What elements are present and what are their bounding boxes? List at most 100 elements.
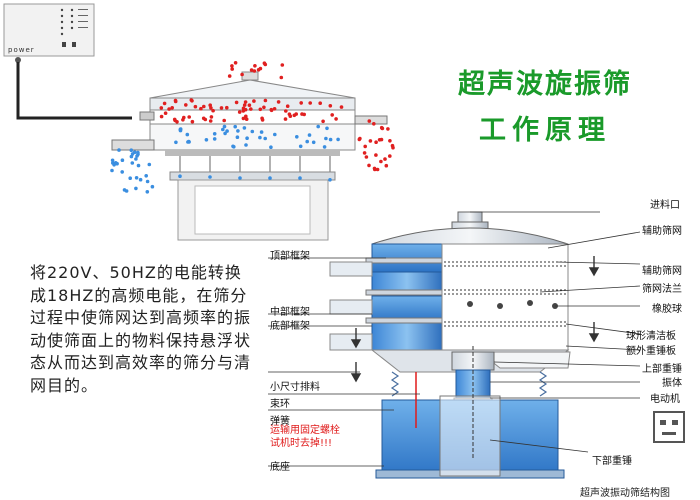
particle	[243, 100, 248, 104]
particle	[363, 144, 368, 149]
particle	[184, 103, 188, 107]
particle	[163, 111, 168, 115]
particle	[230, 67, 234, 71]
leader-lines	[268, 211, 641, 467]
particle	[225, 105, 229, 110]
particle	[178, 174, 182, 178]
particle	[201, 116, 206, 121]
particle	[209, 115, 214, 119]
particle	[186, 139, 191, 144]
particle	[377, 138, 382, 142]
particle	[134, 176, 139, 180]
particle	[170, 106, 174, 110]
power-label: power	[8, 46, 35, 54]
particle	[276, 100, 281, 104]
particle	[321, 119, 325, 124]
particle	[222, 124, 227, 129]
particles-red	[159, 61, 395, 172]
particle	[357, 137, 362, 142]
particle	[372, 122, 376, 126]
particle	[269, 108, 274, 113]
particle	[178, 127, 183, 131]
particle	[241, 106, 246, 111]
particle	[136, 150, 140, 155]
label-motor: 电动机	[650, 394, 680, 405]
power-cable	[16, 62, 132, 120]
particle	[240, 72, 244, 77]
particle	[330, 113, 335, 117]
particle	[136, 163, 141, 168]
particle	[367, 163, 371, 168]
particle	[283, 117, 288, 121]
particle	[204, 138, 209, 142]
label-aux-screen-1: 辅助筛网	[642, 226, 682, 237]
particle	[288, 114, 293, 118]
particle	[268, 176, 272, 180]
particle	[110, 168, 114, 173]
particle	[134, 186, 138, 191]
particle	[212, 137, 217, 141]
particle	[328, 178, 332, 182]
label-rubber-ball: 橡胶球	[652, 304, 682, 315]
label-screen-flange: 筛网法兰	[642, 284, 682, 295]
particle	[250, 129, 255, 134]
particle	[375, 167, 380, 172]
particle	[145, 190, 150, 194]
diagram-caption: 超声波振动筛结构图	[580, 488, 670, 499]
particle	[263, 62, 268, 67]
particle	[334, 117, 338, 121]
particle	[364, 155, 369, 159]
sieve-schematic	[111, 71, 388, 241]
particle	[362, 151, 367, 155]
particle	[150, 184, 155, 189]
particle	[259, 130, 264, 134]
particle	[263, 136, 268, 141]
particle	[388, 154, 392, 158]
face-icon	[653, 411, 685, 443]
particle	[322, 145, 327, 149]
particle	[223, 131, 227, 136]
particle	[147, 162, 152, 167]
particle	[190, 119, 195, 124]
particle	[235, 135, 240, 139]
particle	[193, 104, 198, 109]
particle	[130, 152, 135, 156]
particle	[185, 132, 190, 137]
particle	[390, 143, 395, 148]
label-base: 底座	[270, 462, 290, 473]
particle	[122, 188, 127, 192]
particle	[233, 124, 237, 129]
particle	[236, 129, 240, 133]
particle	[219, 106, 224, 110]
particle	[138, 177, 143, 182]
particle	[244, 114, 248, 119]
particle	[368, 139, 373, 143]
particle	[120, 158, 125, 162]
particle	[307, 133, 312, 137]
label-clamp-ring: 束环	[270, 399, 290, 410]
particle	[299, 101, 304, 105]
label-spring: 弹簧	[270, 416, 290, 427]
particle	[339, 105, 344, 109]
particle	[162, 101, 167, 106]
particle	[379, 159, 383, 164]
particle	[238, 176, 242, 180]
particle	[172, 117, 177, 122]
label-ball-plate: 球形清洁板	[626, 331, 676, 342]
particle	[258, 107, 263, 112]
particle	[253, 64, 257, 68]
particle	[128, 176, 132, 180]
particle	[298, 176, 302, 180]
title-line-2: 工作原理	[479, 115, 611, 146]
particle	[244, 117, 249, 121]
particle	[384, 163, 389, 168]
particle	[294, 112, 299, 116]
particle	[208, 175, 212, 179]
label-bottom-frame: 底部框架	[270, 321, 310, 332]
label-warning: 运输用固定螺栓 试机时去掉!!!	[270, 425, 340, 449]
particle	[221, 127, 225, 132]
label-small-outlet: 小尺寸排料	[270, 382, 320, 393]
particle	[237, 110, 242, 114]
structure-diagram	[329, 211, 600, 479]
